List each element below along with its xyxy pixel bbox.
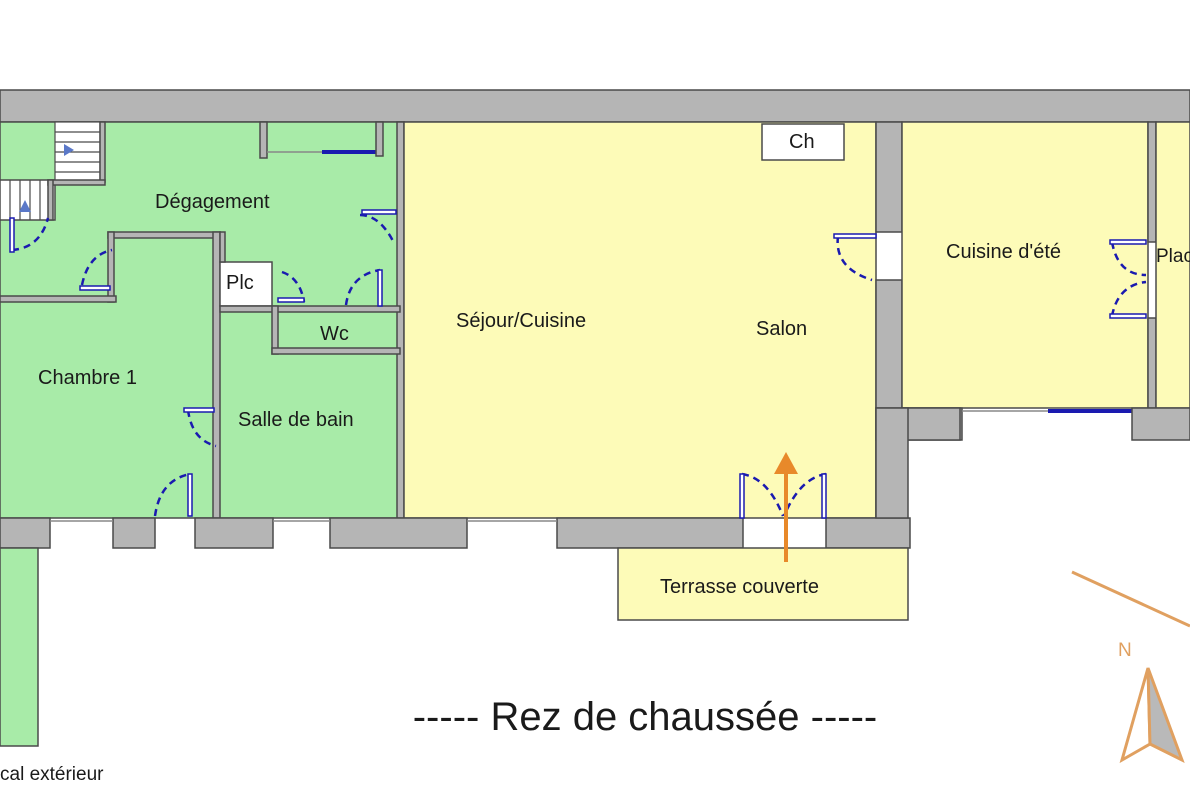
top-exterior-wall [0, 89, 1190, 123]
wall [1131, 407, 1190, 441]
room-label-ch: Ch [789, 131, 815, 153]
wall [219, 231, 226, 263]
wall [1147, 121, 1157, 243]
room-label-wc: Wc [320, 323, 349, 345]
wall [875, 121, 903, 233]
chimney [761, 123, 845, 161]
wall [107, 231, 115, 303]
wall [875, 407, 909, 519]
room-label-plc: Plc [226, 272, 254, 294]
wall [107, 231, 221, 239]
stair-arrow-up-icon [19, 200, 31, 212]
room-label-chambre1: Chambre 1 [38, 367, 137, 389]
degagement-room [0, 121, 405, 519]
wall [0, 517, 51, 549]
compass-icon [1071, 570, 1190, 764]
local-exterieur-area [0, 547, 39, 747]
wall [47, 179, 106, 186]
plc-closet [219, 261, 273, 307]
wall [1147, 317, 1157, 409]
wall [556, 517, 744, 549]
floor-title: ----- Rez de chaussée ----- [412, 695, 878, 739]
wall [99, 121, 106, 183]
room-label-placard: Plac [1156, 246, 1190, 267]
door-swings [9, 209, 1147, 519]
cuisine-ete-room [901, 121, 1149, 409]
entrance-arrow-icon [774, 452, 798, 562]
room-label-cuisine-ete: Cuisine d'été [946, 241, 1061, 263]
room-label-salon: Salon [756, 318, 808, 340]
wall [396, 121, 405, 519]
compass-north-label: N [1118, 640, 1132, 661]
wall [47, 179, 54, 221]
stair-arrow-icon [64, 144, 74, 156]
wall [0, 295, 117, 303]
placard-room [1155, 121, 1190, 409]
wall [271, 305, 279, 355]
wall [219, 305, 401, 313]
stairs-icon [9, 121, 101, 220]
room-label-local-exterieur: cal extérieur [0, 764, 104, 785]
wall [271, 347, 401, 355]
room-label-terrasse: Terrasse couverte [660, 576, 819, 598]
room-label-salle-de-bain: Salle de bain [238, 409, 354, 431]
wall [375, 121, 384, 157]
wall [329, 517, 468, 549]
wall [194, 517, 274, 549]
sejour-room [403, 121, 877, 519]
room-label-sejour-cuisine: Séjour/Cuisine [456, 310, 587, 332]
room-label-degagement: Dégagement [155, 191, 270, 213]
stair-block [0, 179, 56, 221]
wall [212, 231, 221, 519]
terrasse-area [617, 547, 909, 621]
wall [259, 121, 268, 159]
wall [112, 517, 156, 549]
wall [825, 517, 911, 549]
